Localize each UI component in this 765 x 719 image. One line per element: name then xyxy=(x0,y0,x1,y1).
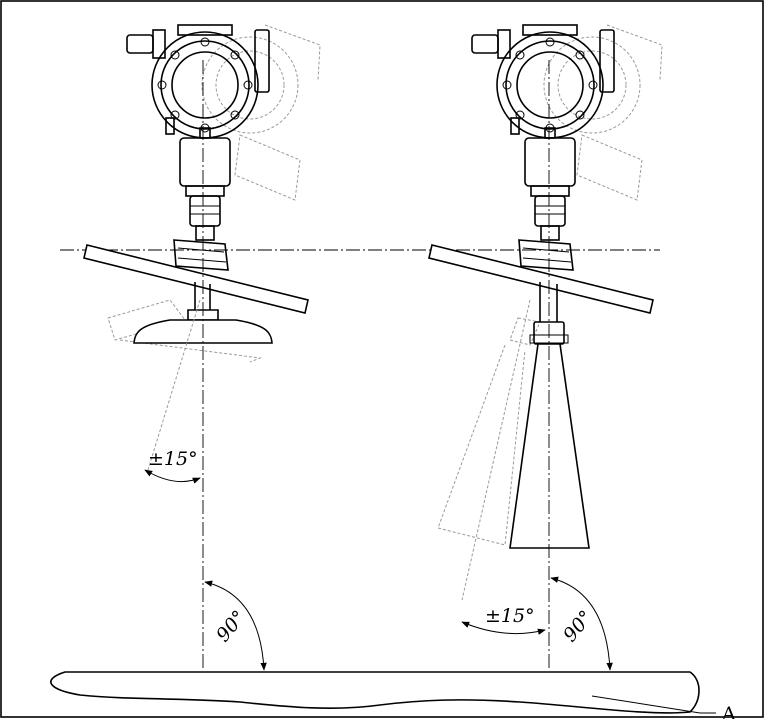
left-ghost-dish xyxy=(107,299,262,363)
right-tilt-arrow xyxy=(461,621,546,635)
right-horn-antenna xyxy=(509,321,590,549)
right-ghost-horn xyxy=(437,299,541,601)
right-device: ±15° 90° xyxy=(428,24,663,671)
right-neck xyxy=(524,137,576,241)
left-right-angle-label: 90° xyxy=(212,606,251,646)
right-tilt-label: ±15° xyxy=(485,605,535,627)
left-device: ±15° 90° xyxy=(83,24,321,671)
left-tilt-label: ±15° xyxy=(148,448,198,470)
surface-callout-label: A xyxy=(721,703,736,719)
left-ghost-housing xyxy=(201,24,321,201)
left-flange-plate xyxy=(83,244,309,314)
right-right-angle-arrow xyxy=(550,576,613,671)
left-housing xyxy=(126,24,270,139)
left-neck xyxy=(179,137,231,241)
surface-callout-leader xyxy=(591,695,701,714)
product-surface xyxy=(50,671,700,714)
right-housing xyxy=(471,24,615,139)
right-right-angle-label: 90° xyxy=(559,606,598,646)
right-flange-plate xyxy=(428,244,654,314)
right-ghost-housing xyxy=(543,24,663,201)
left-nut xyxy=(173,239,229,271)
left-tilt-arrow xyxy=(144,469,201,484)
left-right-angle-arrow xyxy=(204,580,267,671)
right-nut xyxy=(518,239,574,271)
